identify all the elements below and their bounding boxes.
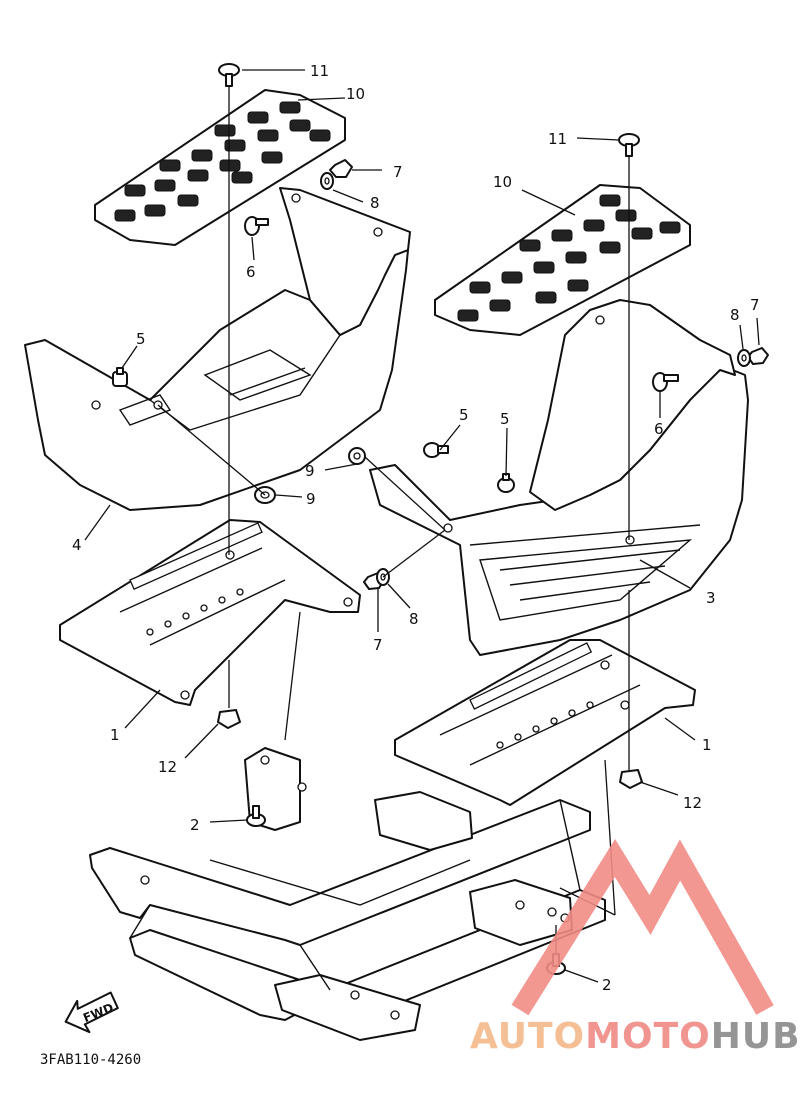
callout-12: 12 [683, 794, 702, 812]
callout-4: 4 [72, 536, 82, 554]
fasteners [112, 63, 769, 975]
footpad-left [94, 89, 346, 246]
callout-11: 11 [548, 130, 567, 148]
clip-5-left [112, 367, 128, 387]
nut-12-right [619, 769, 643, 789]
bolt-11-right [618, 133, 640, 157]
callout-7: 7 [393, 163, 403, 181]
callout-11: 11 [310, 62, 329, 80]
callout-3: 3 [706, 589, 716, 607]
clip-5-right [497, 473, 515, 493]
footrest-board-right [369, 299, 749, 656]
bolt-6-right [652, 372, 679, 392]
callout-6: 6 [654, 420, 664, 438]
callout-1: 1 [702, 736, 712, 754]
watermark-logo: AUTOMOTOHUB [470, 839, 800, 1057]
callout-2: 2 [190, 816, 200, 834]
grommet-9-mid [348, 447, 366, 465]
callout-8: 8 [730, 306, 740, 324]
callout-9: 9 [305, 462, 315, 480]
washer-8-right [737, 349, 751, 367]
nut-7-left [329, 159, 353, 178]
callout-10: 10 [346, 85, 365, 103]
callout-8: 8 [409, 610, 419, 628]
bolt-11-left [218, 63, 240, 87]
nut-12-left [217, 709, 241, 729]
callout-5: 5 [500, 410, 510, 428]
callout-7: 7 [750, 296, 760, 314]
nut-7-right [747, 347, 769, 365]
callout-8: 8 [370, 194, 380, 212]
watermark-moto: MOTO [585, 1016, 711, 1057]
callout-5: 5 [459, 406, 469, 424]
callout-2: 2 [602, 976, 612, 994]
watermark-auto: AUTO [470, 1016, 585, 1057]
watermark-triangle-icon [511, 839, 774, 1016]
svg-text:AUTOMOTOHUB: AUTOMOTOHUB [470, 1016, 800, 1057]
bolt-2-left [246, 805, 266, 827]
assembly-lines [84, 69, 760, 983]
watermark-hub: HUB [711, 1016, 800, 1057]
callout-1: 1 [110, 726, 120, 744]
diagram-code: 3FAB110-4260 [40, 1052, 141, 1068]
callout-10: 10 [493, 173, 512, 191]
footrest-bracket-right [394, 639, 696, 806]
fwd-arrow: FWD [64, 991, 119, 1034]
callout-6: 6 [246, 263, 256, 281]
footrest-bracket-left [59, 519, 361, 706]
footpad-right [434, 184, 691, 336]
callout-9: 9 [306, 490, 316, 508]
footrest-board-left [24, 187, 411, 511]
bolt-6-left [244, 216, 269, 236]
callouts: 11 10 7 8 6 5 9 9 4 11 10 8 7 6 5 5 3 7 … [72, 62, 760, 994]
callout-5: 5 [136, 330, 146, 348]
callout-12: 12 [158, 758, 177, 776]
callout-7: 7 [373, 636, 383, 654]
washer-8-left [320, 172, 334, 190]
